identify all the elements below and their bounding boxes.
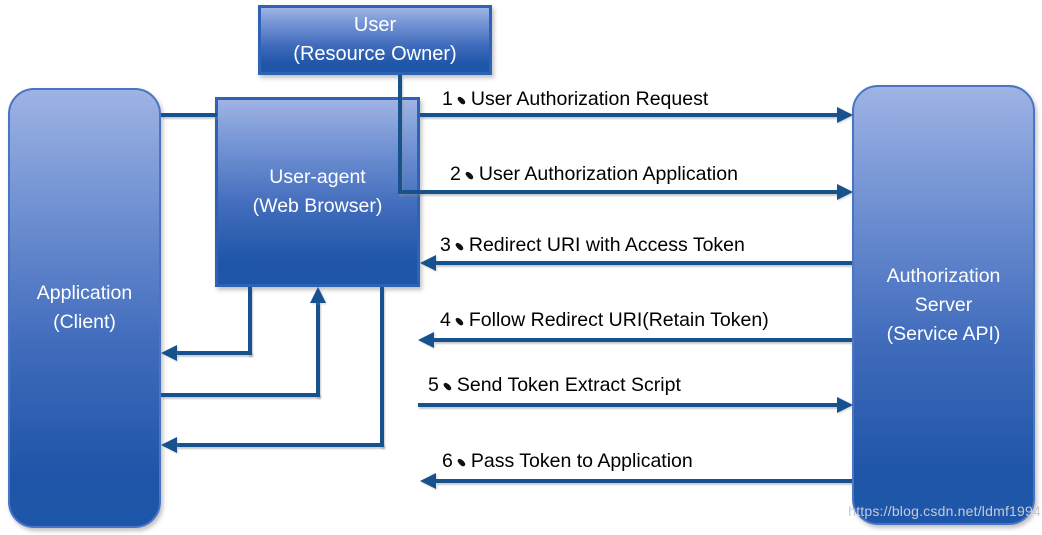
arrowhead-up-icon bbox=[310, 287, 326, 303]
useragent-box-title: User-agent bbox=[269, 166, 366, 188]
step-label-3: 3 Redirect URI with Access Token bbox=[440, 234, 745, 257]
arrowhead-left-icon bbox=[420, 473, 436, 489]
flow-line-4 bbox=[434, 338, 852, 342]
authserver-box-line3: (Service API) bbox=[886, 322, 1001, 345]
step-text: Pass Token to Application bbox=[470, 450, 693, 472]
flow-line-5 bbox=[418, 403, 837, 407]
authserver-box: Authorization Server (Service API) bbox=[852, 85, 1035, 525]
connector-useragent-app-2-horizontal bbox=[177, 443, 384, 447]
user-box-subtitle: (Resource Owner) bbox=[293, 43, 457, 65]
ideographic-comma-icon bbox=[451, 312, 469, 326]
ideographic-comma-icon bbox=[453, 91, 471, 105]
flow-line-1 bbox=[420, 113, 837, 117]
useragent-box: User-agent (Web Browser) bbox=[215, 97, 420, 287]
connector-useragent-app-1-horizontal bbox=[177, 351, 252, 355]
connector-useragent-app-1-vertical bbox=[248, 287, 252, 355]
step-text: Follow Redirect URI(Retain Token) bbox=[468, 309, 769, 331]
connector-app-useragent-up-horizontal bbox=[161, 393, 320, 397]
user-box-title: User bbox=[353, 14, 397, 36]
step-label-4: 4 Follow Redirect URI(Retain Token) bbox=[440, 309, 769, 332]
arrowhead-left-icon bbox=[161, 437, 177, 453]
authserver-box-line2: Server bbox=[914, 293, 973, 316]
connector-app-useragent bbox=[161, 113, 217, 117]
connector-app-useragent-up-vertical bbox=[316, 302, 320, 397]
step-number: 3 bbox=[440, 234, 451, 256]
step-text: User Authorization Application bbox=[478, 163, 738, 185]
flow-line-2 bbox=[398, 190, 837, 194]
step-number: 4 bbox=[440, 309, 451, 331]
step-number: 1 bbox=[442, 88, 453, 110]
step-text: User Authorization Request bbox=[470, 88, 709, 110]
step-label-1: 1 User Authorization Request bbox=[442, 88, 708, 111]
arrowhead-right-icon bbox=[837, 184, 853, 200]
step-text: Send Token Extract Script bbox=[456, 374, 681, 396]
step-label-2: 2 User Authorization Application bbox=[450, 163, 738, 186]
step-number: 2 bbox=[450, 163, 461, 185]
step-number: 5 bbox=[428, 374, 439, 396]
application-box-subtitle: (Client) bbox=[53, 311, 116, 333]
arrowhead-left-icon bbox=[420, 255, 436, 271]
arrowhead-left-icon bbox=[161, 345, 177, 361]
watermark: https://blog.csdn.net/ldmf1994 bbox=[848, 503, 1041, 519]
application-box-title: Application bbox=[36, 282, 133, 304]
authserver-box-line1: Authorization bbox=[886, 264, 1001, 287]
user-box: User (Resource Owner) bbox=[258, 5, 492, 75]
flow-line-6 bbox=[436, 479, 852, 483]
step-text: Redirect URI with Access Token bbox=[468, 234, 745, 256]
ideographic-comma-icon bbox=[451, 237, 469, 251]
useragent-box-subtitle: (Web Browser) bbox=[252, 195, 383, 217]
arrowhead-right-icon bbox=[837, 107, 853, 123]
application-box: Application (Client) bbox=[8, 88, 161, 528]
ideographic-comma-icon bbox=[461, 166, 479, 180]
connector-user-vertical bbox=[398, 75, 402, 194]
connector-useragent-app-2-vertical bbox=[380, 287, 384, 447]
ideographic-comma-icon bbox=[453, 453, 471, 467]
ideographic-comma-icon bbox=[439, 377, 457, 391]
step-label-5: 5 Send Token Extract Script bbox=[428, 374, 681, 397]
step-number: 6 bbox=[442, 450, 453, 472]
flow-line-3 bbox=[436, 261, 852, 265]
arrowhead-left-icon bbox=[418, 332, 434, 348]
arrowhead-right-icon bbox=[837, 397, 853, 413]
step-label-6: 6 Pass Token to Application bbox=[442, 450, 693, 473]
